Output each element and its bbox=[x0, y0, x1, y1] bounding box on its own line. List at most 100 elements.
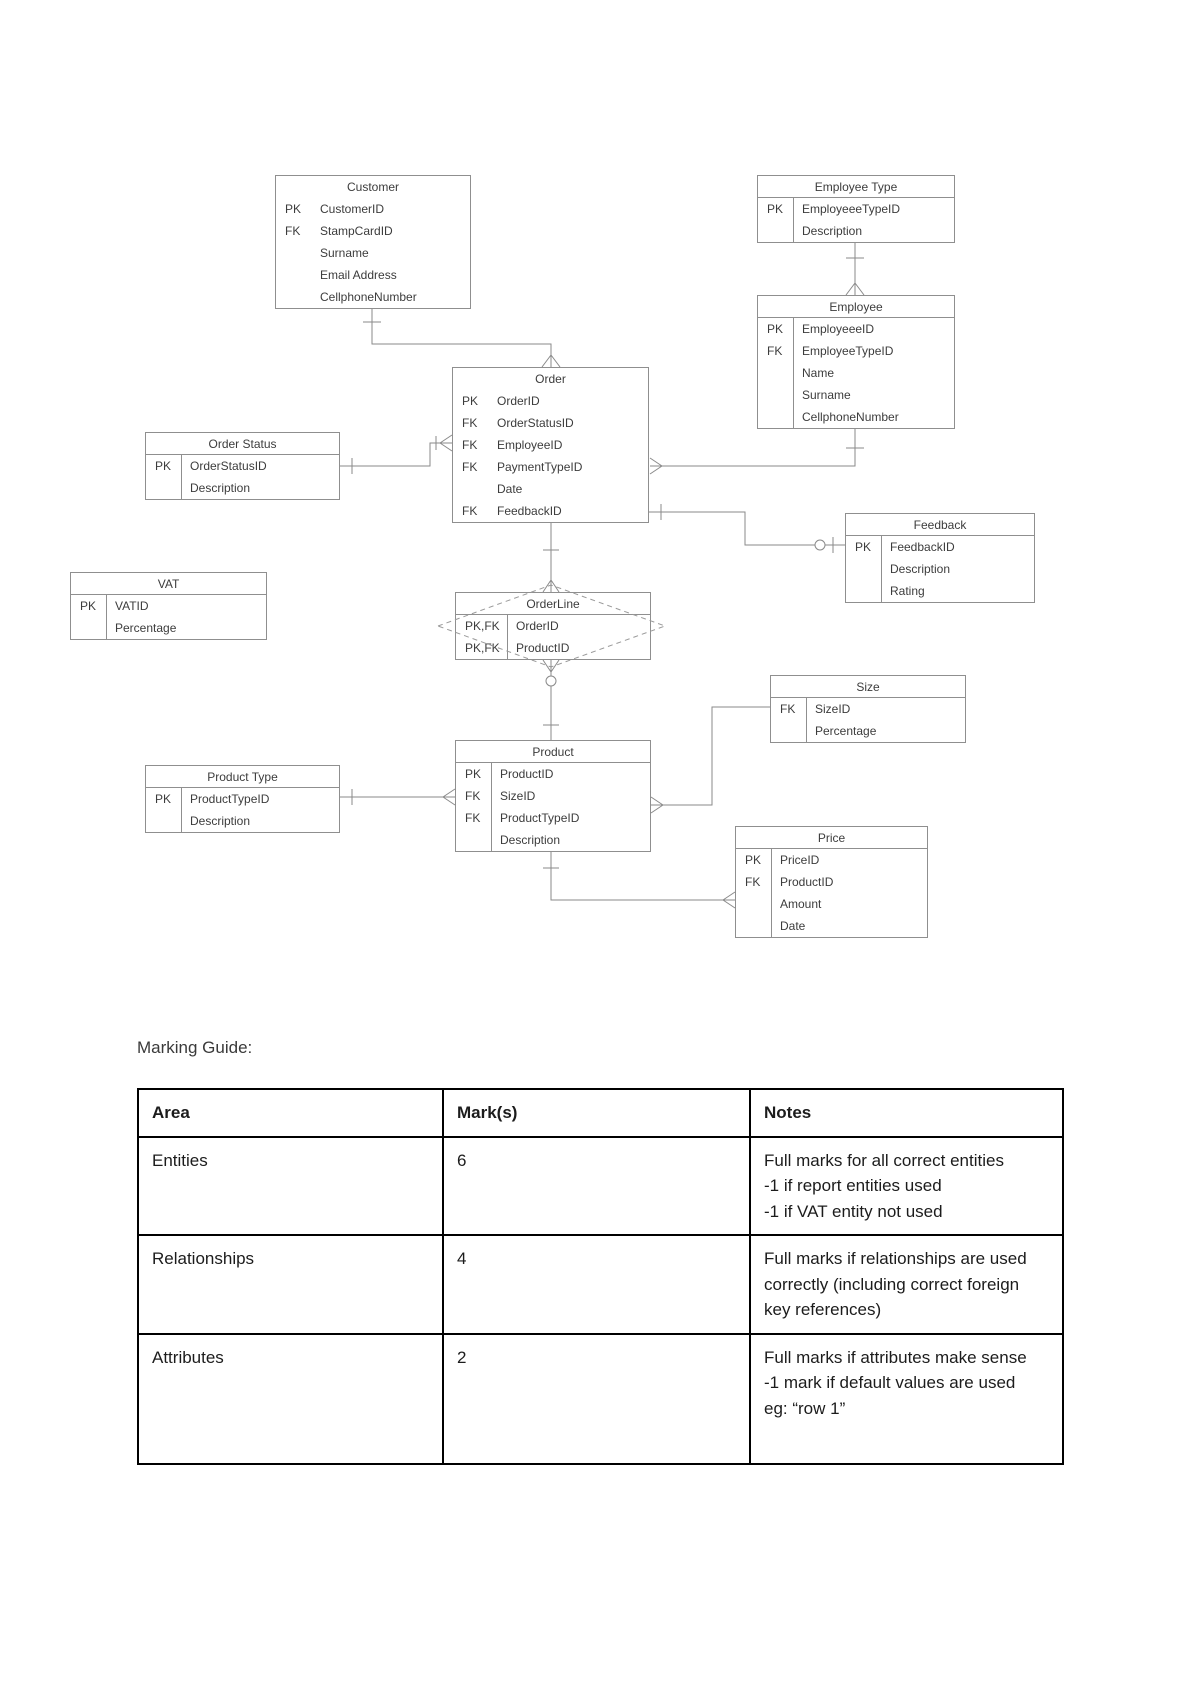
key-label bbox=[456, 829, 492, 851]
attribute-name: Surname bbox=[320, 246, 369, 260]
key-label: FK bbox=[462, 416, 478, 430]
entity-attribute-row: PK OrderStatusID bbox=[146, 455, 339, 477]
key-label: FK bbox=[456, 807, 492, 829]
key-label: PK bbox=[758, 318, 794, 340]
attribute-name: Date bbox=[780, 919, 806, 933]
entity-attribute-row: PK,FK OrderID bbox=[456, 615, 650, 637]
attribute-name: EmployeeID bbox=[497, 438, 563, 452]
attribute-name: PaymentTypeID bbox=[497, 460, 583, 474]
marking-guide-table: Area Mark(s) Notes Entities 6 Full marks… bbox=[137, 1088, 1064, 1465]
entity-title: VAT bbox=[71, 573, 266, 595]
table-header-row: Area Mark(s) Notes bbox=[137, 1088, 1064, 1138]
attribute-name: Description bbox=[190, 814, 251, 828]
attribute-name: Name bbox=[802, 366, 835, 380]
key-label bbox=[453, 478, 489, 500]
entity-attribute-row: Description bbox=[456, 829, 650, 851]
attribute-name: Description bbox=[802, 224, 863, 238]
entity-attribute-row: Description bbox=[846, 558, 1034, 580]
attribute-name: Amount bbox=[780, 897, 822, 911]
marking-guide-section: Marking Guide: Area Mark(s) Notes Entiti… bbox=[0, 1038, 1200, 1465]
entity-title: Order Status bbox=[146, 433, 339, 455]
entity-attribute-row: Percentage bbox=[771, 720, 965, 742]
attribute-name: ProductTypeID bbox=[190, 792, 270, 806]
attribute-name: Description bbox=[190, 481, 251, 495]
entity-attribute-row: CellphoneNumber bbox=[758, 406, 954, 428]
key-label: PK bbox=[462, 394, 479, 408]
key-label: PK bbox=[456, 763, 492, 785]
key-label: FK bbox=[462, 460, 478, 474]
attribute-name: VATID bbox=[115, 599, 149, 613]
key-label bbox=[758, 384, 794, 406]
table-row: Relationships 4 Full marks if relationsh… bbox=[137, 1234, 1064, 1335]
key-label bbox=[771, 720, 807, 742]
entity-attribute-row: Name bbox=[758, 362, 954, 384]
key-label bbox=[736, 915, 772, 937]
attribute-name: OrderStatusID bbox=[497, 416, 574, 430]
entity-attribute-row: FK OrderStatusID bbox=[453, 412, 648, 434]
key-label: FK bbox=[736, 871, 772, 893]
attribute-name: SizeID bbox=[815, 702, 851, 716]
attribute-name: EmployeeeTypeID bbox=[802, 202, 901, 216]
column-header-marks: Mark(s) bbox=[442, 1088, 751, 1138]
key-label: PK,FK bbox=[456, 637, 508, 659]
notes-cell: Full marks for all correct entities -1 i… bbox=[749, 1135, 1064, 1236]
attribute-name: Percentage bbox=[815, 724, 877, 738]
attribute-name: OrderID bbox=[516, 619, 559, 633]
entity-attribute-row: Surname bbox=[758, 384, 954, 406]
entity-attribute-row: Email Address bbox=[276, 264, 470, 286]
entity-title: Price bbox=[736, 827, 927, 849]
key-label: PK bbox=[146, 455, 182, 477]
entity-title: Product Type bbox=[146, 766, 339, 788]
key-label: FK bbox=[758, 340, 794, 362]
attribute-name: EmployeeTypeID bbox=[802, 344, 894, 358]
table-row: Attributes 2 Full marks if attributes ma… bbox=[137, 1332, 1064, 1465]
entity-title: Employee Type bbox=[758, 176, 954, 198]
key-label bbox=[146, 810, 182, 832]
notes-cell: Full marks if attributes make sense -1 m… bbox=[749, 1332, 1064, 1465]
attribute-name: OrderStatusID bbox=[190, 459, 267, 473]
entity-attribute-row: Surname bbox=[276, 242, 470, 264]
key-label: PK bbox=[71, 595, 107, 617]
key-label bbox=[758, 220, 794, 242]
entity-attribute-row: PK VATID bbox=[71, 595, 266, 617]
entity-attribute-row: Description bbox=[146, 477, 339, 499]
entity-attribute-row: Percentage bbox=[71, 617, 266, 639]
key-label: FK bbox=[285, 224, 301, 238]
key-label: FK bbox=[456, 785, 492, 807]
key-label bbox=[276, 264, 312, 286]
column-header-area: Area bbox=[137, 1088, 444, 1138]
entity-attribute-row: FK PaymentTypeID bbox=[453, 456, 648, 478]
attribute-name: ProductID bbox=[780, 875, 834, 889]
table-row: Entities 6 Full marks for all correct en… bbox=[137, 1135, 1064, 1236]
column-header-notes: Notes bbox=[749, 1088, 1064, 1138]
key-label bbox=[276, 242, 312, 264]
attribute-name: OrderID bbox=[497, 394, 540, 408]
attribute-name: Description bbox=[500, 833, 561, 847]
entity-title: Customer bbox=[346, 180, 399, 194]
key-label: PK,FK bbox=[456, 615, 508, 637]
entity-attribute-row: PK ProductTypeID bbox=[146, 788, 339, 810]
attribute-name: Rating bbox=[890, 584, 925, 598]
attribute-name: Percentage bbox=[115, 621, 177, 635]
entity-title: Order bbox=[535, 372, 566, 386]
key-label: PK bbox=[146, 788, 182, 810]
entity-attribute-row: Rating bbox=[846, 580, 1034, 602]
marks-cell: 6 bbox=[442, 1135, 751, 1236]
entity-attribute-row: FK EmployeeTypeID bbox=[758, 340, 954, 362]
entity-attribute-row: CellphoneNumber bbox=[276, 286, 470, 308]
